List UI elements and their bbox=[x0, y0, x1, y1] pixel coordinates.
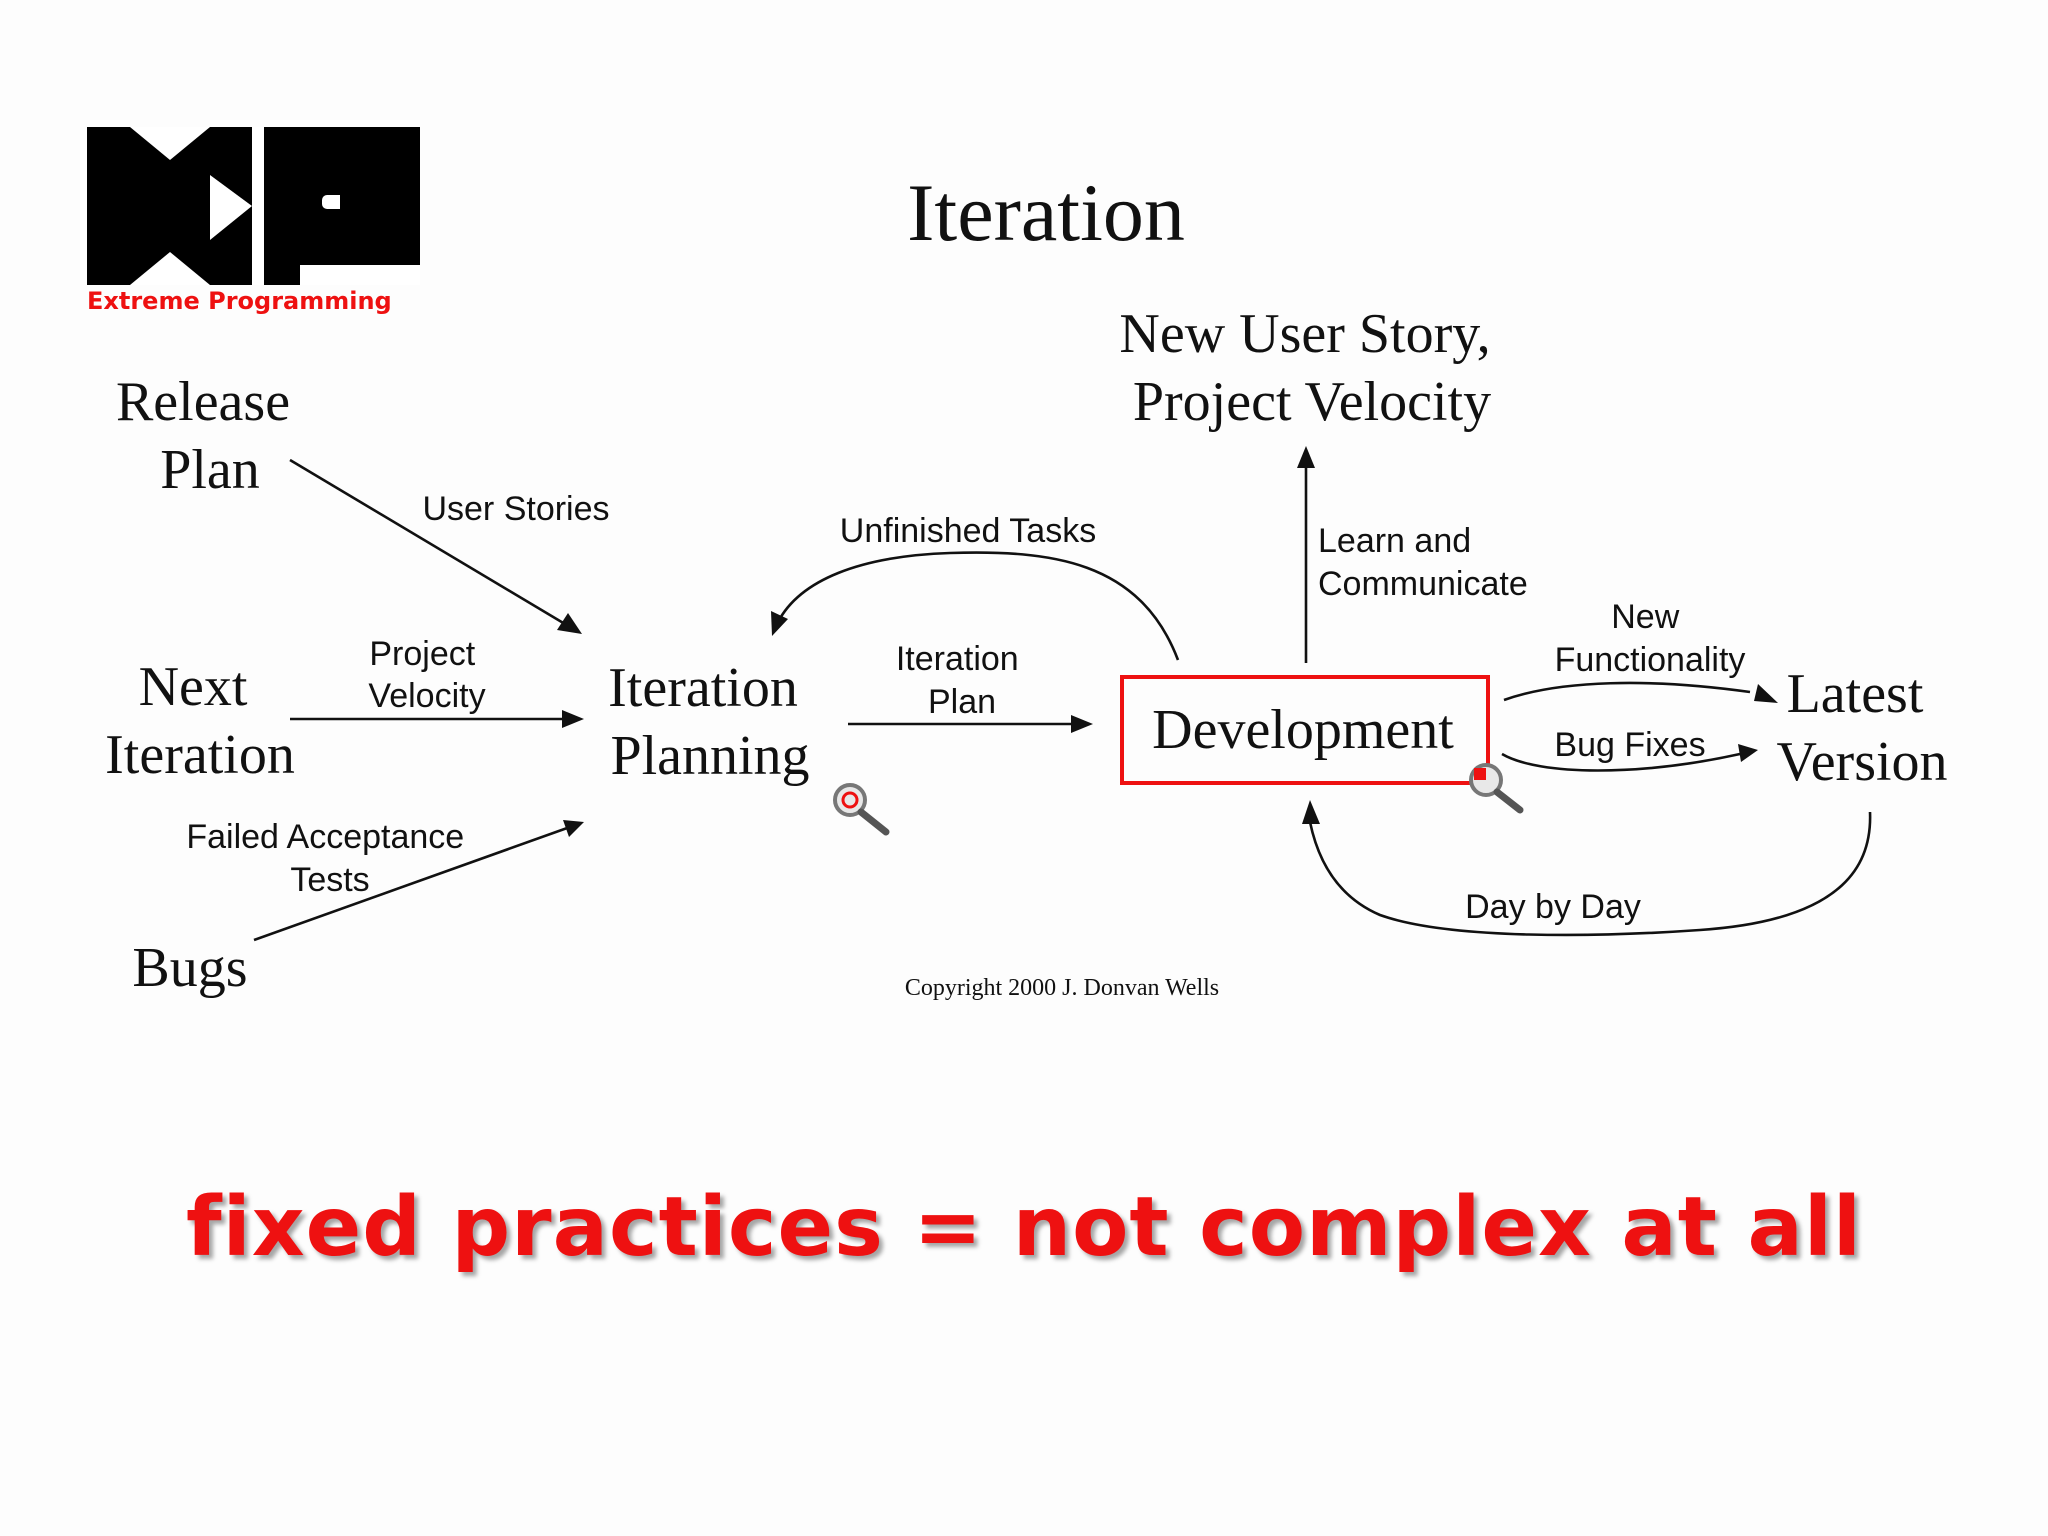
logo-x-notch-mid bbox=[210, 175, 252, 240]
label-unfinished-tasks: Unfinished Tasks bbox=[840, 512, 1096, 550]
node-new-user-story: New User Story, Project Velocity bbox=[1119, 303, 1504, 433]
node-latest-version: Latest Version bbox=[1776, 663, 1947, 793]
arrowhead bbox=[557, 613, 582, 634]
logo-x-notch-bottom bbox=[130, 252, 210, 285]
node-iteration-planning: Iteration Planning bbox=[608, 657, 812, 787]
edge-bug-fixes bbox=[1501, 752, 1741, 772]
xp-logo: Extreme Programming bbox=[87, 127, 420, 315]
edge-failed-tests bbox=[253, 825, 571, 942]
logo-caption: Extreme Programming bbox=[87, 287, 392, 315]
copyright-notice: Copyright 2000 J. Donvan Wells bbox=[905, 975, 1219, 1001]
slide-tagline: fixed practices = not complex at all bbox=[185, 1180, 1863, 1275]
arrowhead bbox=[771, 611, 788, 636]
node-bugs: Bugs bbox=[132, 937, 247, 999]
label-learn-communicate: Learn and Communicate bbox=[1318, 522, 1528, 603]
label-iteration-plan: Iteration Plan bbox=[896, 640, 1028, 721]
label-new-functionality: New Functionality bbox=[1555, 598, 1746, 679]
edge-new-functionality bbox=[1503, 681, 1751, 702]
arrowhead bbox=[1738, 744, 1758, 762]
arrowhead bbox=[1754, 684, 1778, 703]
label-project-velocity: Project Velocity bbox=[368, 635, 485, 715]
arrowhead bbox=[563, 820, 584, 837]
arrowhead bbox=[562, 710, 584, 728]
label-failed-acceptance-tests: Failed Acceptance Tests bbox=[186, 818, 473, 899]
label-bug-fixes: Bug Fixes bbox=[1554, 726, 1705, 764]
edge-unfinished-tasks bbox=[776, 551, 1180, 661]
magnifier-icon[interactable] bbox=[1469, 763, 1524, 814]
logo-x-notch-top bbox=[130, 127, 210, 160]
node-release-plan: Release Plan bbox=[116, 371, 304, 501]
edges bbox=[253, 446, 1872, 942]
edge-day-by-day bbox=[1308, 811, 1872, 937]
label-user-stories: User Stories bbox=[422, 490, 609, 528]
diagram-title: Iteration bbox=[907, 167, 1185, 258]
label-day-by-day: Day by Day bbox=[1465, 888, 1641, 926]
magnifier-icon[interactable] bbox=[833, 783, 890, 836]
arrowhead bbox=[1297, 446, 1315, 468]
arrowhead bbox=[1302, 800, 1320, 824]
edge-user-stories bbox=[289, 458, 571, 629]
arrowhead bbox=[1071, 715, 1093, 733]
node-next-iteration: Next Iteration bbox=[105, 656, 295, 786]
node-development: Development bbox=[1152, 699, 1454, 761]
development-box bbox=[1120, 675, 1490, 785]
